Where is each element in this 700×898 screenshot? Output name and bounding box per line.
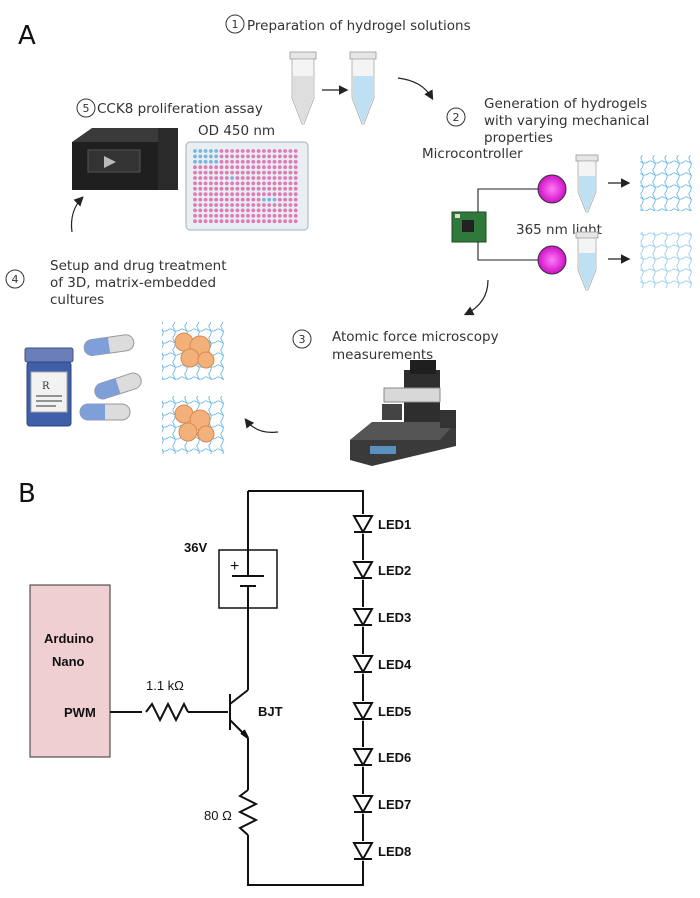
r2-label: 80 Ω: [204, 808, 232, 823]
led-label: LED2: [378, 563, 411, 578]
svg-text:R: R: [42, 381, 50, 392]
battery-36v: [218, 549, 278, 609]
wire-top: [477, 188, 538, 212]
culture-3d-bottom-icon: [162, 396, 224, 454]
bjt-label: BJT: [258, 704, 283, 719]
diode-symbol: [352, 515, 374, 535]
step-4-line-1: Setup and drug treatment: [50, 258, 227, 274]
step-3-line-2: measurements: [332, 347, 433, 363]
led-5: LED5: [352, 701, 411, 722]
pwm-label: PWM: [64, 705, 96, 720]
step-1-number: 1: [232, 18, 239, 31]
step-4-line-2: of 3D, matrix-embedded: [50, 275, 216, 291]
led-1: LED1: [352, 514, 411, 535]
diode-symbol: [352, 608, 374, 628]
tube-blue-icon: [349, 51, 377, 125]
tube-white-icon: [289, 51, 317, 125]
step-2-line-1: Generation of hydrogels: [484, 96, 647, 112]
well-plate-icon: [185, 141, 309, 231]
panel-b-label: B: [18, 479, 36, 509]
led-4: LED4: [352, 654, 412, 675]
microcontroller-board-icon: [451, 211, 487, 243]
r1-label: 1.1 kΩ: [146, 678, 184, 693]
led-2: LED2: [352, 560, 411, 581]
tube-blue-bottom-icon: [575, 231, 599, 291]
led-8: LED8: [352, 841, 411, 862]
step-2-line-2: with varying mechanical: [484, 113, 649, 129]
uv-led-bottom-icon: [537, 245, 567, 275]
arduino-line-1: Arduino: [44, 631, 94, 646]
led-3: LED3: [352, 607, 411, 628]
led-label: LED4: [378, 657, 412, 672]
hydrogel-mesh-loose: [640, 232, 692, 288]
step-5-circle: [76, 98, 96, 118]
battery-plus-sign: +: [230, 558, 239, 575]
culture-3d-top-icon: [162, 322, 224, 380]
led-7: LED7: [352, 794, 411, 815]
step-5-title: CCK8 proliferation assay: [97, 101, 263, 117]
pill-bottle-icon: R: [24, 347, 74, 427]
step-4-line-3: cultures: [50, 292, 104, 308]
plate-wells: [193, 149, 298, 224]
led-label: LED3: [378, 610, 411, 625]
plate-reader-icon: [72, 128, 178, 190]
led-label: LED5: [378, 704, 411, 719]
panel-a-label: A: [18, 21, 36, 51]
diode-symbol: [352, 748, 374, 768]
capsule-icons: [79, 334, 142, 421]
step-4-circle: [5, 269, 25, 289]
step-3-number: 3: [299, 333, 306, 346]
led-label: LED1: [378, 517, 411, 532]
step-5-number: 5: [83, 102, 90, 115]
arrow-to-step-2: [397, 77, 434, 101]
hydrogel-mesh-dense: [640, 155, 692, 211]
microcontroller-label: Microcontroller: [422, 146, 523, 162]
arduino-line-2: Nano: [52, 654, 85, 669]
bjt-transistor: [229, 689, 249, 739]
uv-led-top-icon: [537, 174, 567, 204]
wire-bottom: [477, 242, 538, 261]
diode-symbol: [352, 795, 374, 815]
step-2-number: 2: [453, 111, 460, 124]
led-6: LED6: [352, 747, 411, 768]
arrow-to-step-4: [244, 418, 279, 433]
circuit-wires: [110, 490, 364, 886]
supply-label: 36V: [184, 540, 207, 555]
tube-blue-top-icon: [575, 154, 599, 213]
diode-symbol: [352, 702, 374, 722]
arrow-to-step-5: [70, 196, 84, 233]
step-2-line-3: properties: [484, 130, 553, 146]
arrow-to-step-3: [463, 279, 489, 316]
step-1-title: Preparation of hydrogel solutions: [247, 18, 471, 34]
led-label: LED7: [378, 797, 411, 812]
step-4-number: 4: [12, 273, 19, 286]
step-3-circle: [292, 329, 312, 349]
afm-instrument-icon: [350, 360, 456, 466]
diode-symbol: [352, 561, 374, 581]
od-label: OD 450 nm: [198, 123, 275, 139]
step-2-circle: [446, 107, 466, 127]
arduino-block: [29, 584, 111, 758]
step-1-circle: [225, 14, 245, 34]
led-label: LED8: [378, 844, 411, 859]
diode-symbol: [352, 655, 374, 675]
step-3-line-1: Atomic force microscopy: [332, 329, 499, 345]
led-label: LED6: [378, 750, 411, 765]
diode-symbol: [352, 842, 374, 862]
